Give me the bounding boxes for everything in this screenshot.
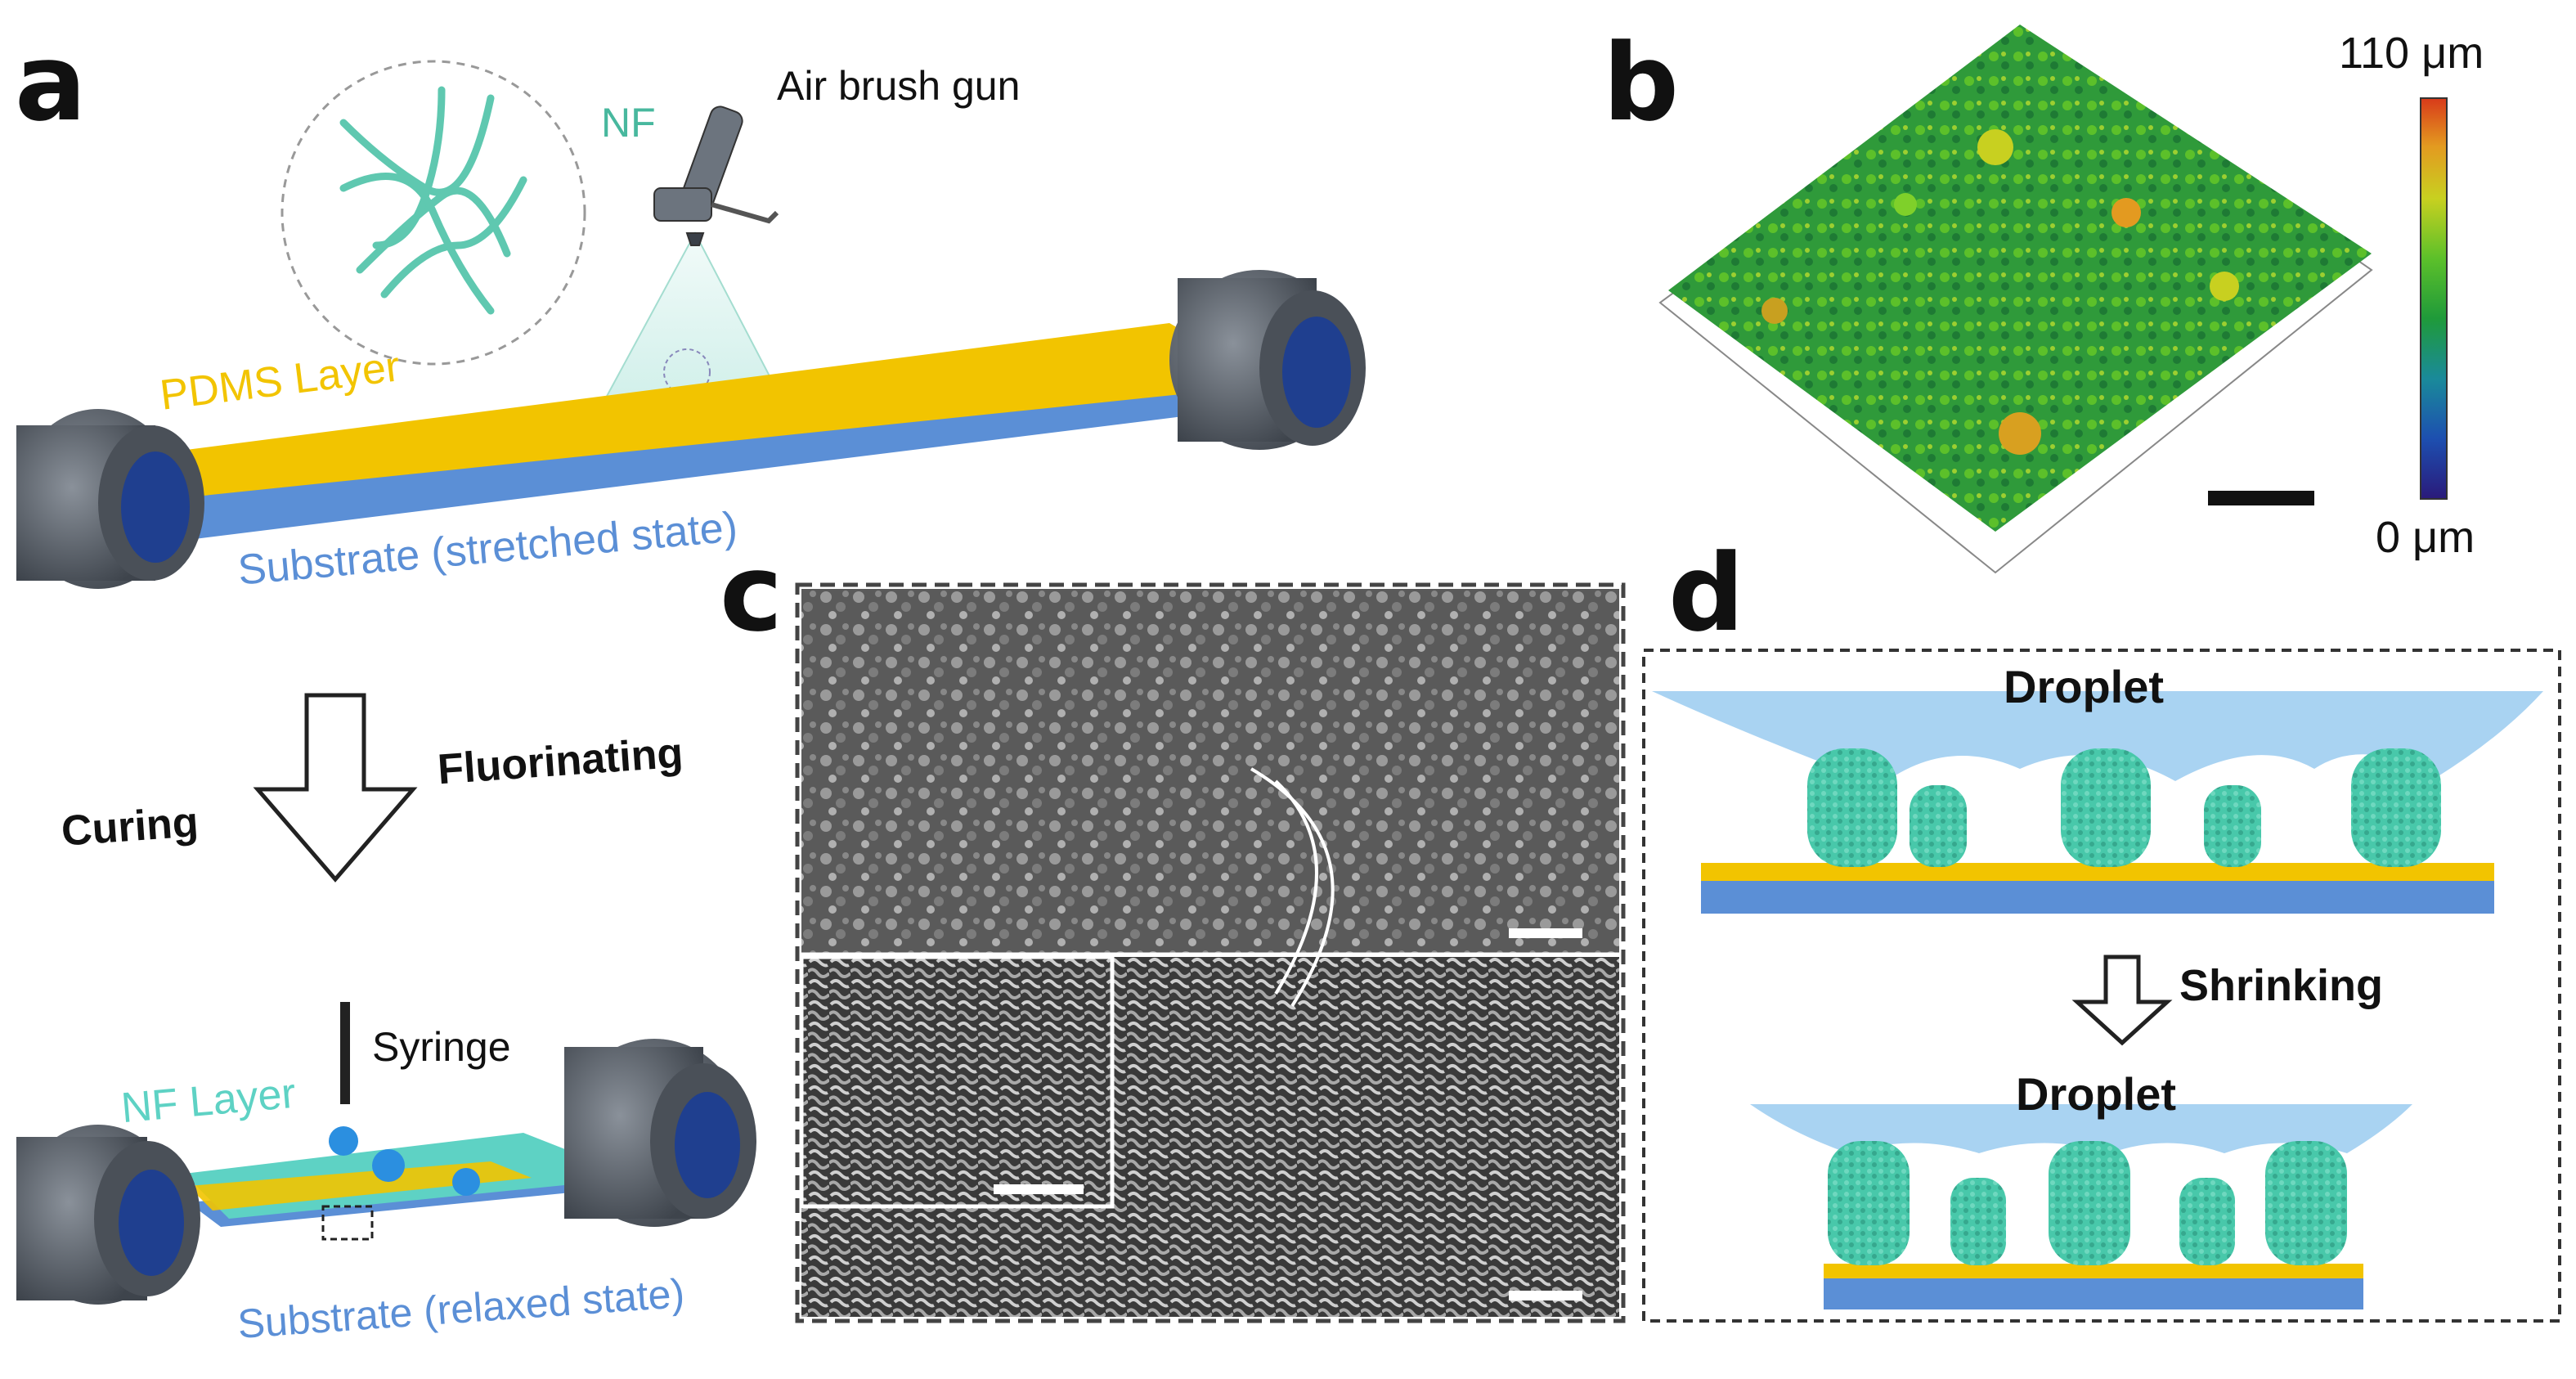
scale-max-label: 110 μm [2339,29,2484,78]
nf-pillar-short [2204,785,2261,867]
nf-pillar-tall [1807,748,1897,867]
water-droplet [329,1126,358,1156]
panel-d-schematic [1642,649,2561,1323]
pdms-layer-top [1701,863,2494,881]
droplet-bottom-label: Droplet [2016,1068,2176,1120]
sem-inset-image [799,955,1115,1209]
substrate-stretched-strip [123,384,1308,540]
sem-top-image [801,589,1619,953]
magnified-region-box [321,1205,374,1241]
scale-bar-b [2208,491,2314,505]
substrate-layer-bottom [1824,1278,2363,1309]
panel-c-sem-images [795,582,1626,1323]
zoom-arrow [1250,767,1335,1008]
syringe-label: Syringe [372,1024,511,1070]
air-brush-gun-icon [653,106,779,246]
droplet-bottom-shape [1750,1104,2412,1153]
scale-bar-c-bottom [1509,1291,1582,1300]
curing-label: Curing [60,798,200,856]
scale-bar-c-top [1509,928,1582,938]
nf-pillar-tall [2049,1141,2130,1265]
nf-label: NF [601,100,656,146]
panel-label-d: d [1668,531,1745,655]
droplet-top-label: Droplet [2004,661,2164,712]
water-droplet [452,1168,480,1196]
panel-d-frame [1642,649,2561,1323]
sem-frame [795,582,1626,1323]
left-roller-bottom [16,1125,200,1305]
scale-min-label: 0 μm [2376,513,2475,562]
nf-pillar-short [1910,785,1967,867]
color-scale-bar [2420,97,2448,500]
panel-label-b: b [1603,20,1680,145]
panel-label-c: c [720,531,783,655]
air-brush-gun-label: Air brush gun [777,63,1021,109]
panel-label-a: a [15,20,87,145]
left-roller-top [16,409,204,589]
shrinking-label: Shrinking [2179,961,2384,1010]
nf-pillar-short [1950,1178,2006,1265]
nf-pillar-short [2179,1178,2235,1265]
pdms-layer-strip-relaxed [188,1161,532,1211]
panel-b-surface-profile [1658,25,2448,574]
nf-inset-circle [280,60,586,366]
nf-pillar-tall [1828,1141,1910,1265]
substrate-layer-top [1701,881,2494,914]
syringe-icon [340,1002,350,1104]
nf-pillar-tall [2351,748,2441,867]
curing-down-arrow [253,693,418,883]
nf-pillar-tall [2061,748,2151,867]
pdms-layer-strip [123,323,1276,499]
right-roller-bottom [564,1039,756,1227]
pdms-layer-bottom [1824,1264,2363,1278]
scale-bar-c-inset [994,1184,1084,1194]
water-droplet [372,1149,405,1182]
panel-a-top-schematic [16,60,1366,589]
shrinking-down-arrow [2071,955,2173,1046]
nf-fiber-illustration [339,86,527,315]
panel-a-bottom-schematic [16,1002,756,1305]
surface-3d-map [1668,25,2372,532]
nf-pillar-tall [2265,1141,2347,1265]
right-roller-top [1169,270,1366,450]
